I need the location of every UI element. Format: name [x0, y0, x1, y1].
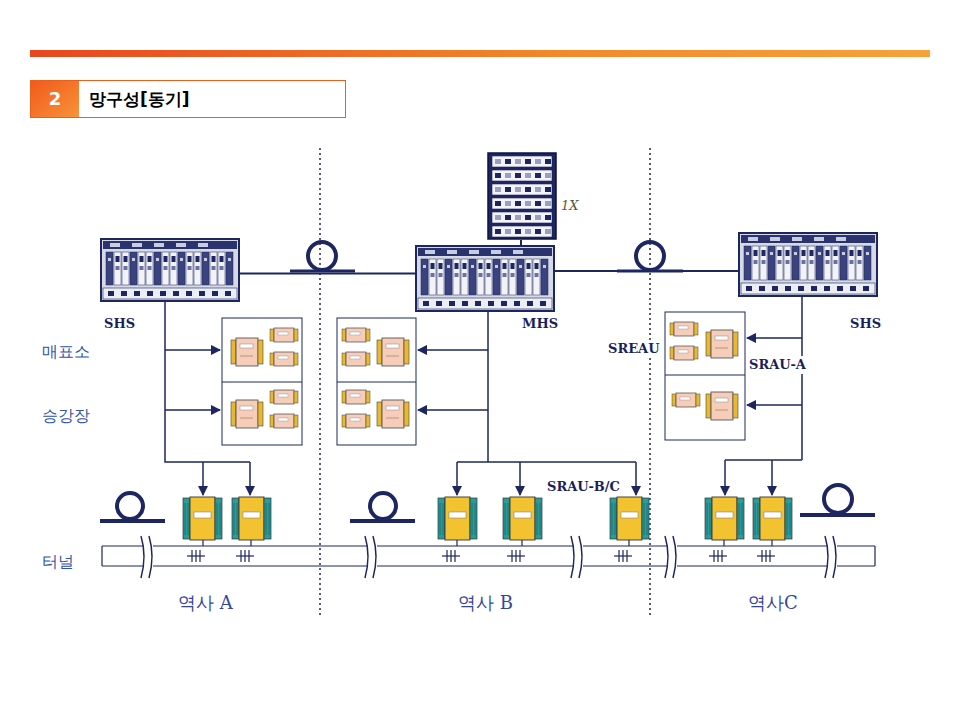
tunnel-unit-icon	[183, 497, 792, 540]
slide-title: 망구성[동기]	[89, 81, 190, 117]
fiber-link	[240, 273, 415, 275]
equipment-label: SHS	[104, 316, 135, 332]
tunnel-band	[102, 540, 875, 566]
equipment-label: MHS	[522, 316, 558, 332]
rack-drawing	[100, 238, 240, 302]
equipment-rack: SHS	[100, 238, 240, 302]
station-label: 역사C	[748, 592, 798, 614]
equipment-rack-tall: 1X	[487, 152, 557, 240]
header-bar	[30, 50, 930, 57]
section-number: 2	[31, 81, 79, 117]
row-label: 매표소	[42, 343, 90, 361]
remote-unit-icon	[231, 322, 738, 428]
rack-drawing	[415, 245, 555, 312]
fiber-link	[555, 270, 738, 272]
fiber-loop	[100, 242, 875, 521]
row-label: 터널	[42, 553, 74, 571]
section-number-box: 2	[31, 81, 79, 117]
station-label: 역사 B	[458, 592, 513, 614]
equipment-label: SHS	[850, 316, 881, 332]
station-label: 역사 A	[178, 592, 233, 614]
unit-label: SRAU-A	[748, 356, 807, 374]
station-divider	[320, 148, 650, 615]
rack-drawing	[487, 152, 557, 240]
unit-label: SRAU-B/C	[546, 478, 621, 496]
row-label: 승강장	[42, 407, 90, 425]
fiber-link	[520, 240, 522, 245]
device-group-box	[222, 312, 745, 445]
equipment-label: 1X	[561, 198, 579, 214]
connector-symbol	[187, 550, 775, 562]
equipment-rack: MHS	[415, 245, 555, 312]
break-mark	[141, 536, 836, 578]
equipment-rack: SHS	[738, 232, 878, 297]
feed-line	[165, 297, 802, 495]
rack-drawing	[738, 232, 878, 297]
title-box: 2 망구성[동기]	[30, 80, 346, 118]
unit-label: SREAU	[607, 340, 661, 358]
